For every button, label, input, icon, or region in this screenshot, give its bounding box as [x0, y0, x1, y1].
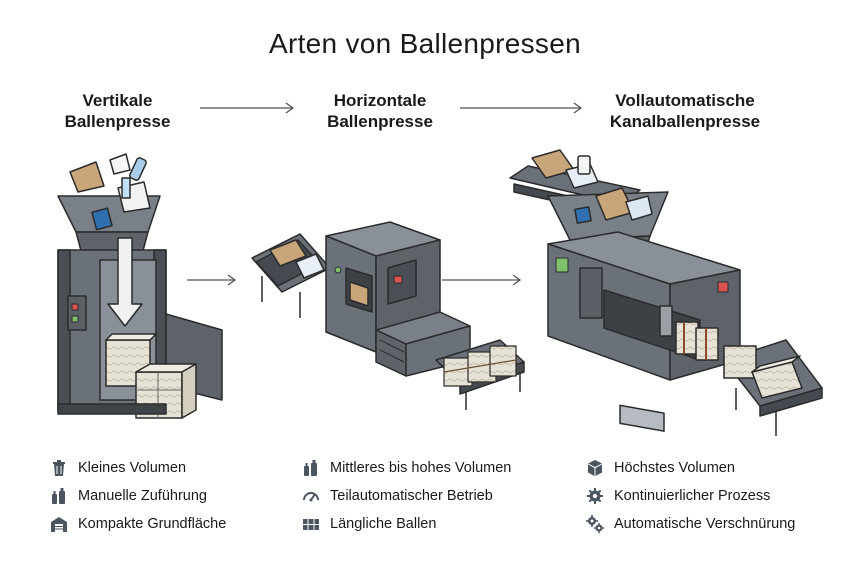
machine-title-line: Vertikale: [82, 91, 153, 110]
machine-title-channel: Vollautomatische Kanalballenpresse: [585, 90, 785, 132]
vertical-baler-illustration: [57, 153, 223, 419]
arrow-right-icon: [460, 102, 583, 114]
arrow-right-icon: [187, 274, 237, 286]
feature-label: Höchstes Volumen: [614, 460, 735, 476]
feature-label: Automatische Verschnürung: [614, 516, 796, 532]
feature-item: Höchstes Volumen: [584, 457, 735, 479]
machine-title-line: Ballenpresse: [327, 112, 433, 131]
arrow-right-icon: [442, 274, 522, 286]
feature-item: Automatische Verschnürung: [584, 513, 795, 535]
feature-label: Mittleres bis hohes Volumen: [330, 460, 512, 476]
baler-illustrations: [57, 149, 823, 436]
warehouse-icon: [48, 513, 70, 535]
arrow-right-icon: [200, 102, 295, 114]
page-title: Arten von Ballenpressen: [269, 28, 581, 59]
machine-title-vertical: Vertikale Ballenpresse: [40, 90, 195, 132]
machine-title-horizontal: Horizontale Ballenpresse: [300, 90, 460, 132]
feature-item: Mittleres bis hohes Volumen: [300, 457, 511, 479]
channel-baler-illustration: [509, 149, 823, 436]
feature-label: Kleines Volumen: [78, 460, 187, 476]
gears-icon: [584, 513, 606, 535]
machine-title-line: Kanalballenpresse: [609, 112, 761, 131]
feature-label: Längliche Ballen: [330, 516, 437, 532]
horizontal-baler-illustration: [251, 221, 525, 410]
feature-item: Kleines Volumen: [48, 457, 186, 479]
machine-title-line: Ballenpresse: [64, 112, 171, 131]
machine-title-line: Horizontale: [333, 91, 427, 110]
gear-icon: [584, 485, 606, 507]
feature-label: Kontinuierlicher Prozess: [614, 488, 771, 504]
feature-label: Manuelle Zuführung: [78, 488, 207, 504]
feature-item: Teilautomatischer Betrieb: [300, 485, 493, 507]
feature-item: Kontinuierlicher Prozess: [584, 485, 770, 507]
feature-item: Manuelle Zuführung: [48, 485, 207, 507]
bottles-icon: [300, 457, 322, 479]
feature-item: Kompakte Grundfläche: [48, 513, 226, 535]
trash-bin-icon: [48, 457, 70, 479]
machine-title-line: Vollautomatische: [615, 91, 755, 110]
feature-label: Kompakte Grundfläche: [78, 516, 227, 532]
boxes-icon: [584, 457, 606, 479]
feature-item: Längliche Ballen: [300, 513, 436, 535]
bottles-icon: [48, 485, 70, 507]
bale-icon: [300, 513, 322, 535]
gauge-icon: [300, 485, 322, 507]
feature-label: Teilautomatischer Betrieb: [330, 488, 493, 504]
